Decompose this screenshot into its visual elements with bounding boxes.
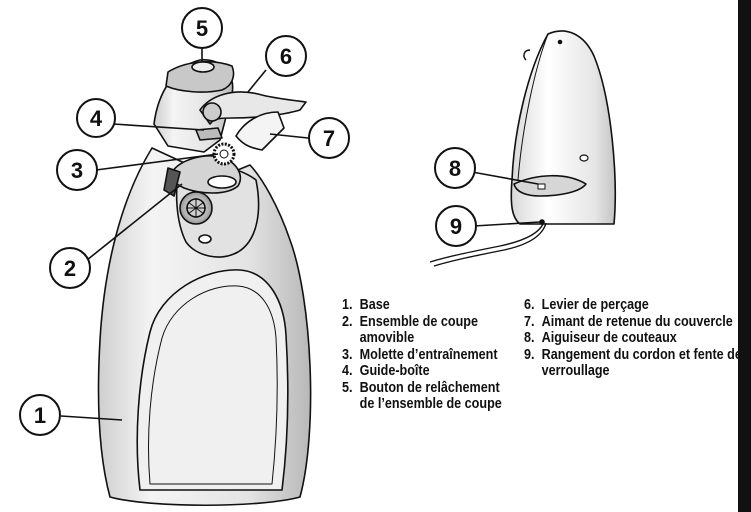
callout-1: 1 — [20, 395, 60, 435]
callout-7: 7 — [309, 118, 349, 158]
legend-text: Molette d’entraînement — [360, 347, 510, 364]
front-view-can-opener — [98, 60, 310, 505]
legend-text: Aiguiseur de couteaux — [542, 330, 743, 347]
svg-text:3: 3 — [71, 158, 83, 183]
svg-text:5: 5 — [196, 16, 208, 41]
legend-item: 1.Base — [342, 297, 510, 314]
callout-4: 4 — [77, 99, 115, 137]
legend-number: 2. — [342, 314, 360, 347]
svg-text:7: 7 — [323, 126, 335, 151]
callout-3: 3 — [57, 150, 97, 190]
callout-8: 8 — [435, 148, 475, 188]
legend-number: 4. — [342, 363, 360, 380]
callout-2: 2 — [50, 248, 90, 288]
legend-text: Aimant de retenue du couvercle — [542, 314, 743, 331]
legend-number: 3. — [342, 347, 360, 364]
parts-legend-right: 6.Levier de perçage 7.Aimant de retenue … — [524, 297, 742, 380]
legend-text: Levier de perçage — [542, 297, 743, 314]
legend-number: 9. — [524, 347, 542, 380]
legend-number: 5. — [342, 380, 360, 413]
legend-text: Ensemble de coupe amovible — [360, 314, 510, 347]
legend-number: 6. — [524, 297, 542, 314]
legend-text: Guide-boîte — [360, 363, 510, 380]
legend-item: 8.Aiguiseur de couteaux — [524, 330, 742, 347]
svg-text:9: 9 — [450, 214, 462, 239]
svg-text:1: 1 — [34, 403, 46, 428]
svg-text:6: 6 — [280, 44, 292, 69]
callout-5: 5 — [182, 8, 222, 48]
legend-item: 4.Guide-boîte — [342, 363, 510, 380]
legend-text: Rangement du cordon et fente de verroull… — [542, 347, 743, 380]
legend-item: 5.Bouton de relâchement de l’ensemble de… — [342, 380, 510, 413]
legend-number: 1. — [342, 297, 360, 314]
legend-number: 8. — [524, 330, 542, 347]
legend-item: 3.Molette d’entraînement — [342, 347, 510, 364]
legend-text: Base — [360, 297, 510, 314]
legend-item: 9.Rangement du cordon et fente de verrou… — [524, 347, 742, 380]
release-button — [192, 62, 214, 72]
svg-text:4: 4 — [90, 106, 103, 131]
callout-6: 6 — [266, 36, 306, 76]
legend-text: Bouton de relâchement de l’ensemble de c… — [360, 380, 510, 413]
page-edge-bar — [738, 0, 751, 512]
parts-legend-left: 1.Base 2.Ensemble de coupe amovible 3.Mo… — [342, 297, 510, 413]
svg-text:8: 8 — [449, 156, 461, 181]
legend-number: 7. — [524, 314, 542, 331]
legend-item: 7.Aimant de retenue du couvercle — [524, 314, 742, 331]
svg-text:2: 2 — [64, 256, 76, 281]
legend-item: 2.Ensemble de coupe amovible — [342, 314, 510, 347]
legend-item: 6.Levier de perçage — [524, 297, 742, 314]
callout-9: 9 — [436, 206, 476, 246]
